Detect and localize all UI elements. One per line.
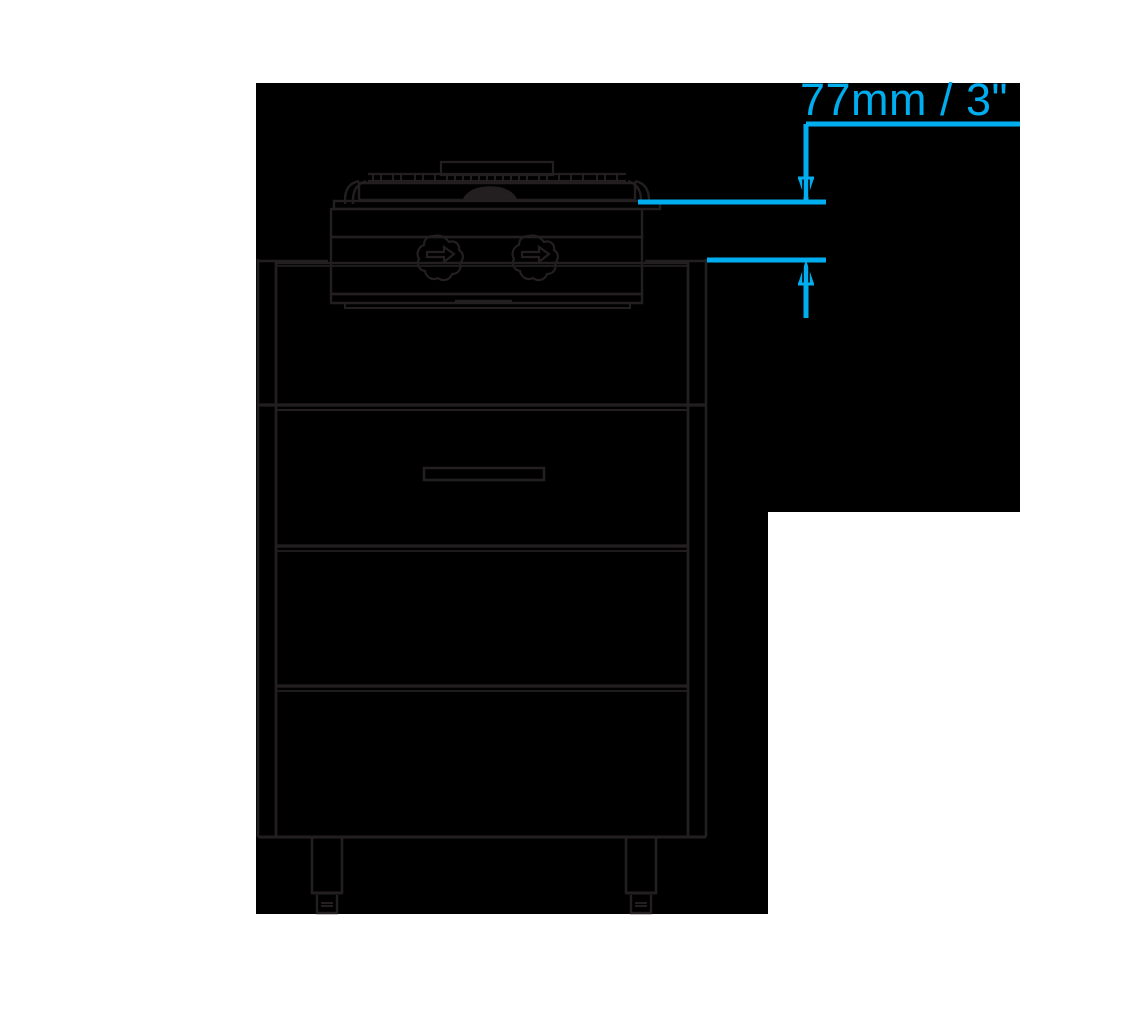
leg-left-foot-detail bbox=[321, 902, 333, 907]
panel-bottom-rect bbox=[256, 511, 768, 914]
drawer-handle[interactable] bbox=[422, 466, 546, 482]
lid-vent-slats bbox=[372, 175, 618, 180]
lid-handle bbox=[461, 186, 519, 201]
leg-right bbox=[624, 837, 658, 915]
grill-bottom-trim bbox=[329, 292, 644, 305]
leg-left bbox=[310, 837, 344, 915]
burner-knob-left[interactable] bbox=[416, 234, 464, 282]
dimension-label: 77mm / 3" bbox=[800, 74, 1009, 125]
grill-skirt bbox=[344, 302, 631, 309]
leg-right-foot-detail bbox=[635, 902, 647, 907]
panel-top-rect bbox=[256, 83, 1020, 512]
black-panel-group bbox=[256, 83, 1020, 914]
lid-vent-strip bbox=[368, 172, 626, 183]
burner-knob-right[interactable] bbox=[511, 234, 559, 282]
cabinet-group bbox=[256, 259, 708, 915]
dimension-annotation-group bbox=[638, 121, 1020, 318]
dimension-arrow-down bbox=[798, 176, 814, 202]
